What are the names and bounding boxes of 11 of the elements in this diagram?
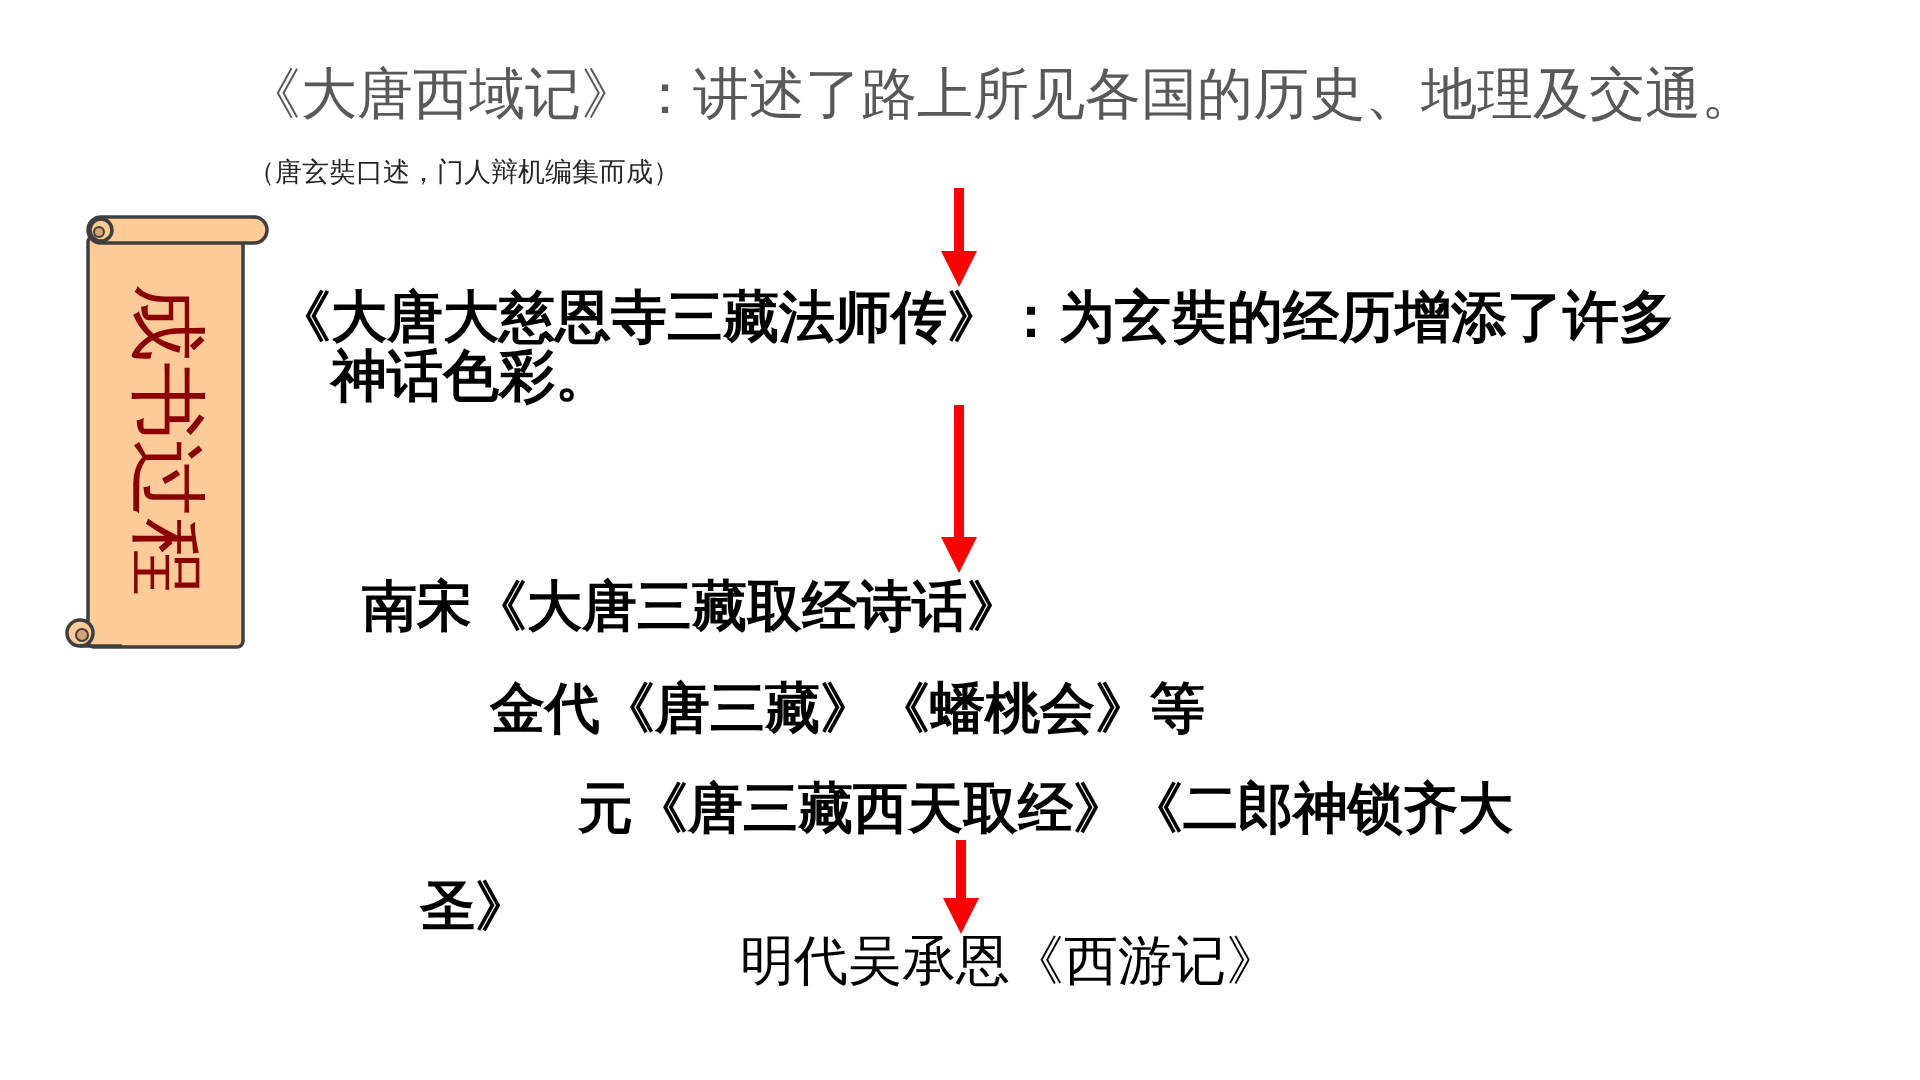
arrow xyxy=(943,840,979,934)
paragraph: 《大唐大慈恩寺三藏法师传》：为玄奘的经历增添了许多神话色彩。 xyxy=(275,287,1703,405)
text-line: 南宋《大唐三藏取经诗话》 xyxy=(362,573,1022,639)
paragraph: 元《唐三藏西天取经》《二郎神锁齐大圣》 xyxy=(420,759,1541,934)
text-line: 明代吴承恩《西游记》 xyxy=(740,934,1280,988)
arrow xyxy=(941,405,977,573)
note-text: （唐玄奘口述，门人辩机编集而成） xyxy=(248,156,680,188)
text-line: 金代《唐三藏》《蟠桃会》等 xyxy=(490,675,1205,741)
scroll-label: 成书过程 xyxy=(129,284,207,596)
arrow xyxy=(941,188,977,287)
heading: 《大唐西域记》：讲述了路上所见各国的历史、地理及交通。 xyxy=(245,62,1757,126)
